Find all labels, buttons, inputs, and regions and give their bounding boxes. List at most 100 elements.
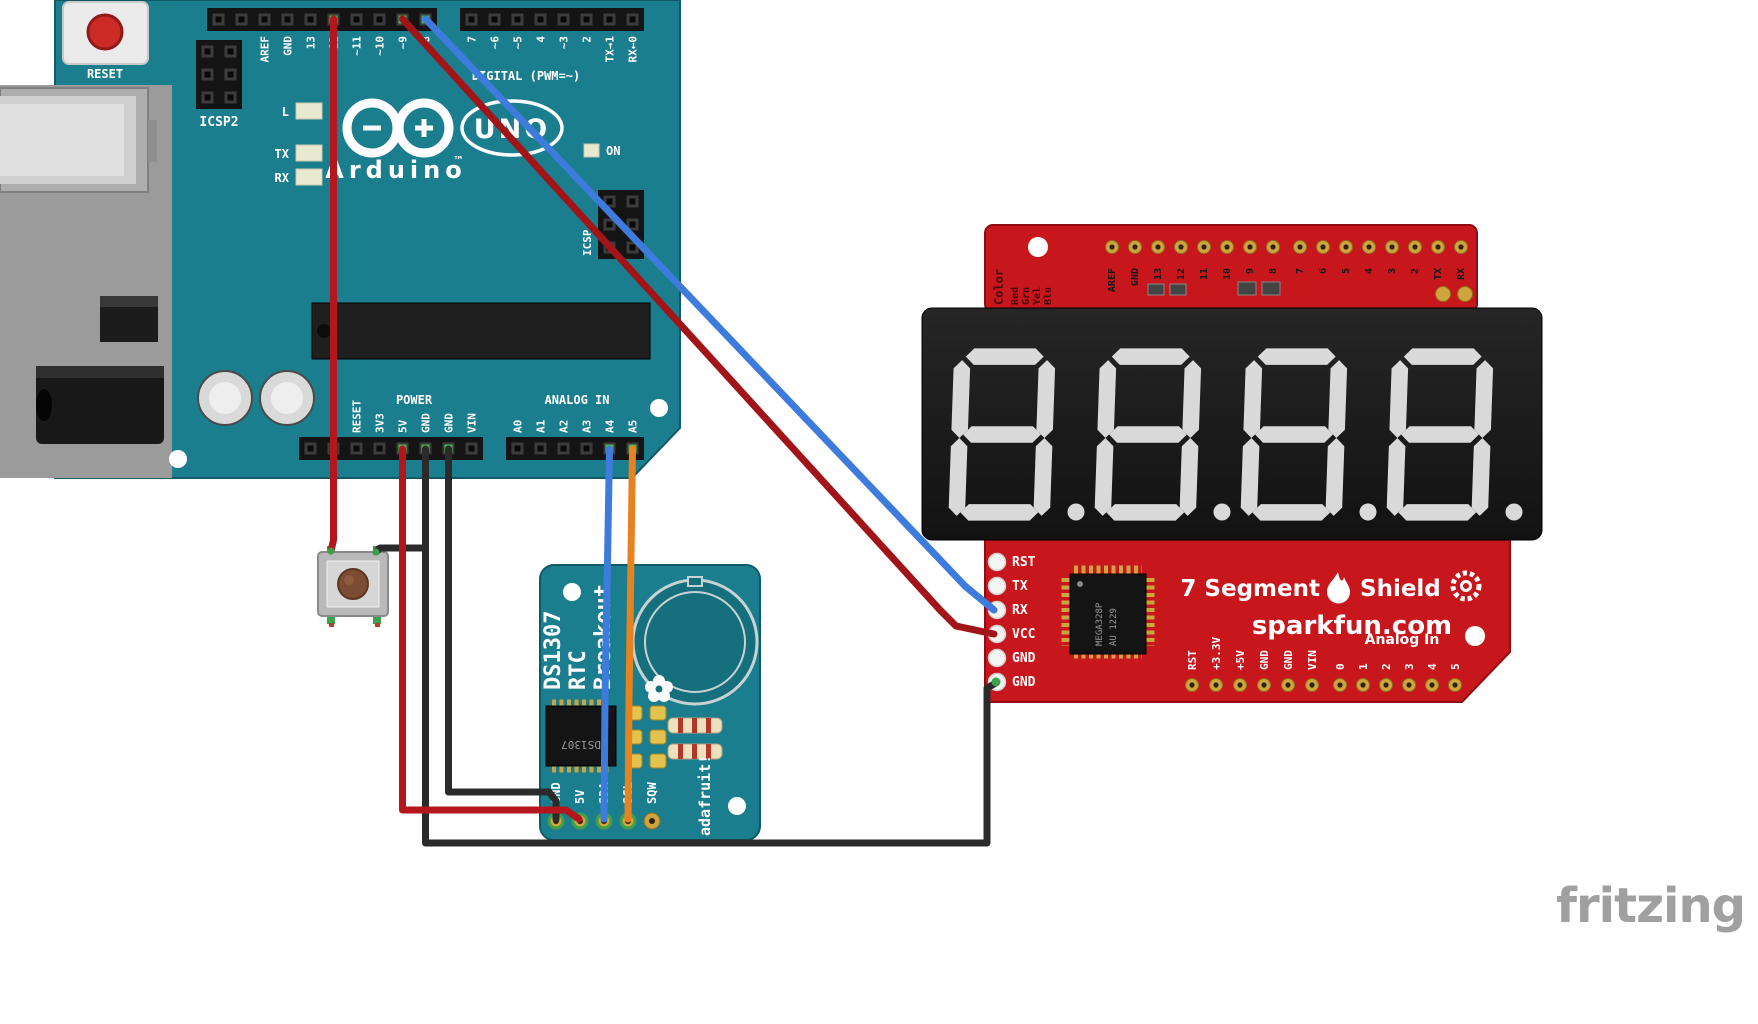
wire-red-d9-to-shield-vcc[interactable] xyxy=(399,15,998,638)
mounting-hole xyxy=(169,450,187,468)
pin-label-3: ~3 xyxy=(558,36,571,49)
adafruit-brand: adafruit! xyxy=(696,755,714,836)
shield-left-pin-tx: TX xyxy=(1012,579,1028,594)
shield-pin-2: 2 xyxy=(1410,268,1421,274)
shield-bottom-gnd1: GND xyxy=(1258,650,1271,670)
shield-chip-line2: AU 1229 xyxy=(1109,608,1119,646)
shield-mcu-chip xyxy=(1061,565,1155,659)
power-header[interactable] xyxy=(299,437,483,460)
shield-pin-aref: AREF xyxy=(1107,268,1118,292)
mounting-hole xyxy=(728,797,746,815)
decimal-point xyxy=(1505,503,1523,521)
pin-label-rx0: RX←0 xyxy=(627,36,640,63)
power-header-label: POWER xyxy=(396,393,433,407)
capacitor-2 xyxy=(259,370,315,426)
mounting-hole xyxy=(563,583,581,601)
shield-pin-13: 13 xyxy=(1153,268,1164,280)
shield-pin-4: 4 xyxy=(1364,268,1375,274)
reset-button[interactable] xyxy=(62,1,149,65)
spare-pad xyxy=(1457,286,1473,302)
shield-bottom-a1: 1 xyxy=(1357,663,1370,670)
decimal-point xyxy=(1213,503,1231,521)
shield-title-left: 7 Segment xyxy=(1180,576,1320,602)
shield-left-pin-gnd1: GND xyxy=(1012,651,1036,666)
led-l xyxy=(295,102,323,120)
shield-left-pin-column[interactable] xyxy=(987,552,1007,692)
pin-label-gnd-top: GND xyxy=(282,36,295,56)
rtc-title-line2: RTC xyxy=(566,650,591,690)
digital-header-left[interactable] xyxy=(207,8,437,31)
shield-top-pin-row[interactable] xyxy=(1105,240,1468,254)
rtc-pin-5v: 5V xyxy=(573,790,587,804)
pin-label-tx1: TX→1 xyxy=(604,36,617,63)
pushbutton[interactable] xyxy=(317,546,389,627)
button-cap-highlight xyxy=(344,575,354,585)
icsp2-header[interactable] xyxy=(196,40,242,109)
legend-color: Color xyxy=(992,269,1006,305)
shield-bottom-3v3: +3.3V xyxy=(1210,637,1223,670)
shield-left-pin-rx: RX xyxy=(1012,603,1028,618)
pin-label-a4: A4 xyxy=(604,419,617,433)
sparkfun-flame-icon xyxy=(1327,572,1350,604)
icsp2-label: ICSP2 xyxy=(199,115,238,130)
pin-label-5: ~5 xyxy=(512,36,525,49)
connection-dot xyxy=(372,548,380,556)
wire-red-d12-to-button[interactable] xyxy=(327,15,337,555)
shield-pin-9: 9 xyxy=(1245,268,1256,274)
seven-segment-display: 8.8.8.8 xyxy=(921,307,1543,541)
analog-header[interactable] xyxy=(506,437,644,460)
rtc-breakout-board[interactable]: DS1307 RTC Breakout DS1307 adafruit! GND… xyxy=(539,564,761,841)
pin-label-a5: A5 xyxy=(627,420,640,433)
shield-bottom-a0: 0 xyxy=(1334,663,1347,670)
button-leg-tip xyxy=(329,623,334,627)
pin-label-6: ~6 xyxy=(489,36,502,50)
pin-label-8: 8 xyxy=(420,36,433,43)
wire-blue-d8-to-shield-rx[interactable] xyxy=(422,15,998,614)
arduino-uno-board[interactable]: RESET ICSP2 ICSP AREF GND 13 12 ~11 ~10 … xyxy=(0,0,681,479)
shield-left-pin-rst: RST xyxy=(1012,555,1036,570)
shield-bottom-gnd2: GND xyxy=(1282,650,1295,670)
button-leg xyxy=(373,616,381,624)
shield-left-pin-vcc: VCC xyxy=(1012,627,1035,642)
smd-components xyxy=(1147,281,1281,296)
pin-label-reset: RESET xyxy=(351,400,364,433)
icsp-label: ICSP xyxy=(581,229,594,256)
pin-label-4: 4 xyxy=(535,36,548,43)
seven-segment-shield-board[interactable]: AREF GND 13 12 11 10 9 8 7 6 5 4 3 2 TX … xyxy=(921,224,1543,703)
shield-pin-3: 3 xyxy=(1387,268,1398,274)
rtc-title-line1: DS1307 xyxy=(541,611,566,690)
shield-bottom-a2: 2 xyxy=(1380,663,1393,670)
digital-header-label: DIGITAL (PWM=~) xyxy=(472,69,580,83)
led-rx xyxy=(295,168,323,186)
wire-black-gnd-to-shield-gnd[interactable] xyxy=(422,445,1000,847)
usb-connector xyxy=(0,87,157,193)
adafruit-flower-logo xyxy=(645,675,673,702)
wire-red-5v-to-rtc-5v[interactable] xyxy=(399,445,583,823)
shield-pin-5: 5 xyxy=(1341,268,1352,274)
button-leg-tip xyxy=(375,623,380,627)
resistor xyxy=(667,743,723,760)
connection-dot xyxy=(327,547,335,555)
power-jack xyxy=(36,366,164,444)
digital-header-right[interactable] xyxy=(460,8,644,31)
reset-label: RESET xyxy=(87,67,123,81)
gear-icon xyxy=(1450,570,1482,602)
arduino-brand: Arduino xyxy=(325,156,466,184)
analog-in-label: Analog In xyxy=(1365,632,1440,648)
wire-orange-a5-to-rtc-scl[interactable] xyxy=(624,445,636,823)
shield-bottom-pin-row[interactable] xyxy=(1185,678,1462,692)
led-on-label: ON xyxy=(606,144,620,158)
pin-label-gnd1: GND xyxy=(420,413,433,433)
sparkfun-brand: sparkfun.com xyxy=(1252,611,1452,641)
connection-dot xyxy=(991,677,1001,687)
pin-label-3v3: 3V3 xyxy=(374,413,387,433)
mounting-hole xyxy=(650,399,668,417)
shield-pin-rx: RX xyxy=(1456,268,1467,280)
wire-blue-a4-to-rtc-sda[interactable] xyxy=(600,445,613,823)
button-leg xyxy=(327,616,335,624)
led-tx xyxy=(295,144,323,162)
pin-label-a2: A2 xyxy=(558,420,571,433)
shield-bottom-5v: +5V xyxy=(1234,650,1247,670)
mounting-hole xyxy=(1465,626,1485,646)
